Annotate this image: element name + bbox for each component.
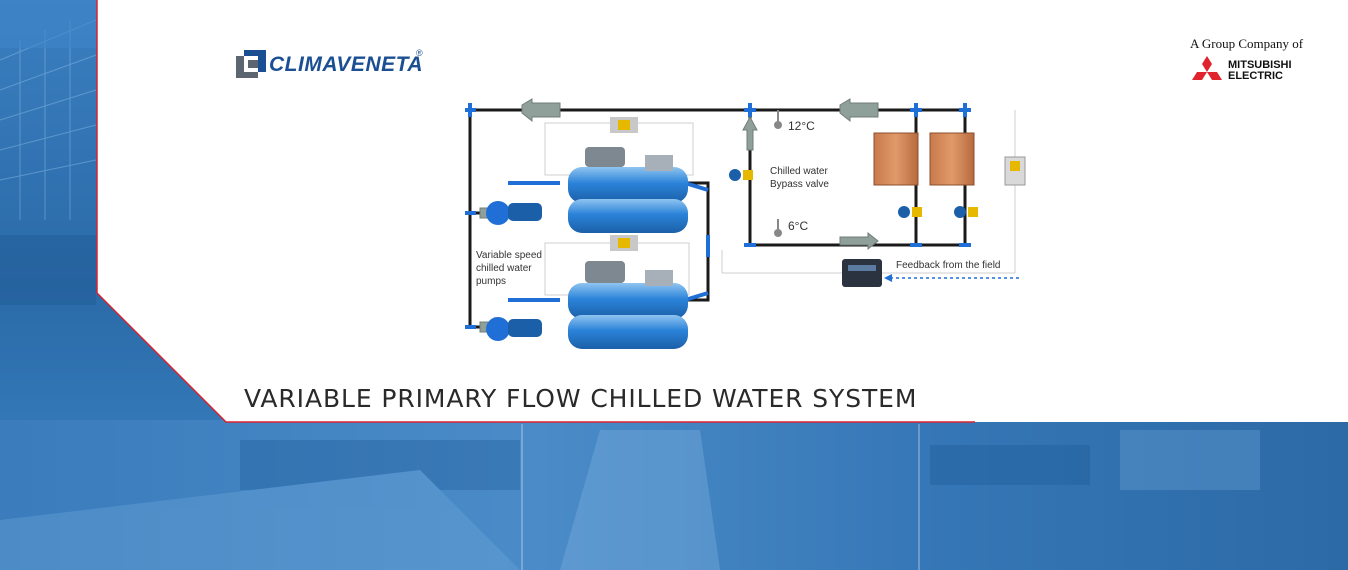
- pressure-sensor: [1004, 156, 1026, 186]
- supply-temp-label: 6°C: [788, 219, 809, 233]
- three-diamonds-icon: [1192, 56, 1222, 80]
- group-company-text: A Group Company of: [1190, 36, 1304, 51]
- diagram-drawing: [465, 98, 1026, 349]
- pumps-label-line1: Variable speed: [476, 250, 542, 261]
- chiller-unit-2: [568, 235, 688, 349]
- pumps-label-line3: pumps: [476, 276, 507, 287]
- controller-box: [842, 259, 882, 287]
- pump-1: [486, 201, 542, 225]
- page-title: VARIABLE PRIMARY FLOW CHILLED WATER SYST…: [244, 384, 918, 413]
- cooling-coils: [873, 132, 975, 186]
- feedback-label: Feedback from the field: [896, 260, 1001, 271]
- brand-name: CLIMAVENETA: [269, 53, 424, 76]
- blue-pipe-joints: [465, 103, 971, 329]
- climaveneta-mark-icon: [236, 50, 266, 78]
- mitsubishi-name: MITSUBISHI ELECTRIC: [1228, 59, 1292, 82]
- chiller-unit-1: [568, 117, 688, 233]
- bypass-label-line1: Chilled water: [770, 166, 828, 177]
- return-temp-label: 12°C: [788, 119, 815, 133]
- pump-2: [486, 317, 542, 341]
- pumps-label-line2: chilled water: [476, 263, 532, 274]
- climaveneta-logo: CLIMAVENETA ®: [236, 48, 436, 80]
- coil-valves: [898, 206, 978, 218]
- feedback-line: [884, 274, 1020, 282]
- bypass-label-line2: Bypass valve: [770, 179, 829, 190]
- bypass-valve: [729, 169, 753, 181]
- temp-sensors: [774, 110, 782, 237]
- chilled-water-diagram: 12°C 6°C Chilled water Bypass valve Vari…: [460, 95, 1032, 357]
- facade-lines: [0, 19, 97, 220]
- mitsubishi-logo: MITSUBISHI ELECTRIC: [1190, 56, 1310, 90]
- lobby-shapes: [0, 235, 1260, 570]
- registered-mark: ®: [416, 48, 423, 58]
